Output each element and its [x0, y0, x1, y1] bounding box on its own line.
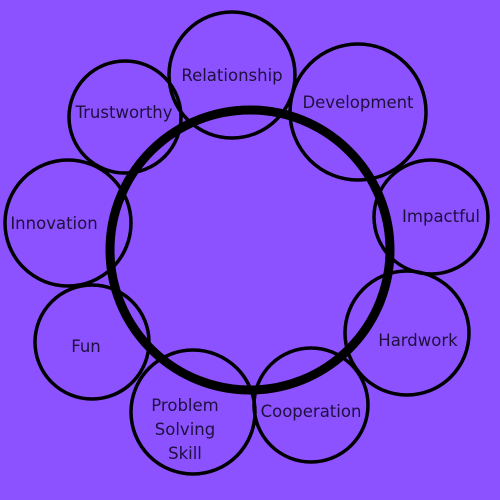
label-line: Fun: [71, 337, 101, 356]
hub-ring: [105, 105, 395, 395]
label-line: Trustworthy: [74, 103, 172, 122]
label-impactful: Impactful: [402, 207, 480, 226]
label-line: Skill: [168, 444, 202, 463]
circle-innovation: [3, 158, 133, 288]
label-line: Development: [302, 93, 414, 112]
label-development: Development: [302, 93, 414, 112]
label-hardwork: Hardwork: [378, 331, 458, 350]
circle-trustworthy: [67, 59, 183, 175]
label-line: Problem: [151, 396, 218, 415]
label-line: Innovation: [10, 214, 97, 233]
label-line: Solving: [155, 420, 215, 439]
label-line: Hardwork: [378, 331, 458, 350]
label-relationship: Relationship: [181, 66, 282, 85]
label-line: Cooperation: [261, 402, 362, 421]
circle-hardwork: [343, 269, 471, 397]
circle-relationship: [167, 10, 297, 140]
label-cooperation: Cooperation: [261, 402, 362, 421]
label-innovation: Innovation: [10, 214, 97, 233]
label-trustworthy: Trustworthy: [74, 103, 172, 122]
label-line: Relationship: [181, 66, 282, 85]
circle-problem-solving-skill: [129, 348, 257, 476]
circle-labels: RelationshipDevelopmentImpactfulHardwork…: [10, 66, 480, 463]
label-fun: Fun: [71, 337, 101, 356]
label-line: Impactful: [402, 207, 480, 226]
